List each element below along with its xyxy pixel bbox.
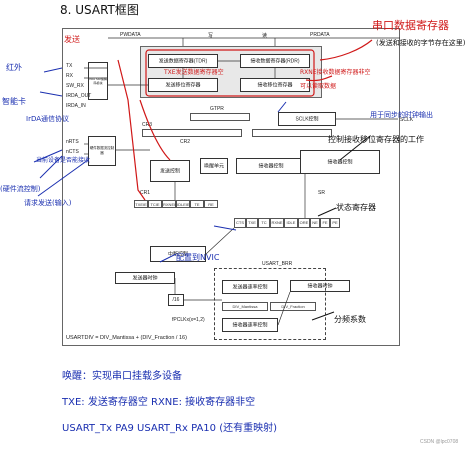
tx-control-block: 发送控制	[150, 160, 190, 182]
write-label: 写	[208, 33, 214, 39]
tx-clock-block: 发送器时钟	[115, 272, 175, 284]
note-flow-sub: (发送和接收的字节存在这里)	[376, 39, 466, 47]
note-sr: 状态寄存器	[336, 203, 376, 212]
note-flow-title: 串口数据寄存器	[372, 19, 449, 32]
pwdata-label: PWDATA	[120, 32, 141, 38]
note-hw-flow2: (硬件流控制)	[0, 185, 41, 193]
sr-bit: ORE	[298, 218, 310, 228]
pin-sclk: SCLK	[400, 117, 414, 123]
note-baud: 分频系数	[334, 315, 366, 324]
note-sync: 用于同步的时钟输出	[370, 111, 433, 119]
cr1-bit: RXNEIE	[162, 200, 178, 208]
sr-bit: TC	[258, 218, 270, 228]
note-smart: 智能卡	[2, 97, 26, 106]
note-ctrl: 控制接收移位寄存器的工作	[328, 135, 424, 144]
rx-shift-block: 接收移位寄存器	[240, 78, 310, 92]
pclk-label: fPCLKx(x=1,2)	[172, 317, 205, 323]
sr-bit: PE	[330, 218, 340, 228]
note-ir-pin: 红外	[6, 63, 22, 72]
sr-bits: CTS TXE TC RXNE IDLE ORE NE FE PE	[234, 218, 340, 228]
usart-brr-area	[214, 268, 326, 340]
diagram-frame	[62, 28, 400, 346]
cr1-bits: TXEIE TCIE RXNEIE IDLEIE TE RE	[134, 200, 218, 208]
sr-bit: FE	[320, 218, 330, 228]
note-rxne2: 可以读取数据	[300, 83, 337, 90]
sr-label: SR	[318, 190, 325, 196]
rdr-block: 接收数据寄存器(RDR)	[240, 54, 310, 68]
cr2-label: CR2	[180, 139, 191, 145]
usart-brr-label: USART_BRR	[262, 261, 293, 267]
tx-shift-block: 发送移位寄存器	[148, 78, 218, 92]
gtpr-label: GTPR	[210, 106, 224, 112]
cr3-label: CR3	[142, 122, 153, 128]
note-rxne: RXNE接收数据寄存器非空	[300, 69, 371, 76]
sr-bit: NE	[310, 218, 320, 228]
sr-bit: RXNE	[270, 218, 284, 228]
rx-clock-block: 接收器时钟	[290, 280, 350, 292]
note-hw-flow: 当前设备是否能接收	[36, 157, 91, 164]
sclk-control-block: SCLK控制	[278, 112, 336, 126]
irq-block: 中断控制	[150, 246, 206, 262]
cr2-register	[252, 129, 332, 137]
tdr-block: 发送数据寄存器(TDR)	[148, 54, 218, 68]
note-nvic: 配置到NVIC	[176, 253, 220, 262]
note-send: 发送	[64, 35, 80, 44]
pin-rx: RX	[66, 73, 73, 79]
watermark: CSDN @lpc0708	[420, 439, 459, 445]
pin-tx: TX	[66, 63, 73, 69]
sr-bit: TXE	[246, 218, 258, 228]
cr1-bit: TXEIE	[134, 200, 148, 208]
wakeup-block: 唤醒单元	[200, 158, 228, 174]
irda-block: IrDA SIR编解码模块	[88, 62, 108, 100]
cr1-bit: TCIE	[148, 200, 162, 208]
div-fraction-register: DIV_Fraction	[270, 302, 316, 311]
cr1-bit: IDLEIE	[176, 200, 190, 208]
sr-bit: CTS	[234, 218, 246, 228]
pin-irda-in: IRDA_IN	[66, 103, 86, 109]
prdata-label: PRDATA	[310, 32, 330, 38]
sr-bit: IDLE	[284, 218, 298, 228]
pin-sw-rx: SW_RX	[66, 83, 84, 89]
pin-irda-out: IRDA_OUT	[66, 93, 92, 99]
rx-rate-block: 接收器速率控制	[222, 318, 278, 332]
usartdiv-formula: USARTDIV = DIV_Mantissa + (DIV_Fraction …	[66, 335, 187, 341]
note-pins-line: USART_Tx PA9 USART_Rx PA10 (还有重映射)	[62, 423, 278, 434]
hw-flow-block: 硬件数据流控制器	[88, 136, 116, 166]
page-title: 8. USART框图	[60, 3, 139, 17]
note-txe-line: TXE: 发送寄存器空 RXNE: 接收寄存器非空	[62, 397, 256, 408]
cr3-register	[142, 129, 242, 137]
note-irda-comm: IrDA通信协议	[26, 115, 69, 123]
note-txe: TXE发送数据寄存器空	[164, 69, 224, 76]
tx-rate-block: 发送器速率控制	[222, 280, 278, 294]
gtpr-register	[190, 113, 250, 121]
div-mantissa-register: DIV_Mantissa	[222, 302, 268, 311]
div16-block: /16	[168, 294, 184, 306]
cr1-bit: RE	[204, 200, 218, 208]
read-label: 读	[262, 33, 268, 39]
pin-ncts: nCTS	[66, 149, 79, 155]
cr1-label: CR1	[140, 190, 151, 196]
note-hw-flow3: 请求发送(输入)	[24, 199, 72, 207]
note-wakeup: 唤醒：实现串口挂载多设备	[62, 371, 182, 382]
rx-control-main: 接收器控制	[300, 150, 380, 174]
cr1-bit: TE	[190, 200, 204, 208]
pin-nrts: nRTS	[66, 139, 79, 145]
